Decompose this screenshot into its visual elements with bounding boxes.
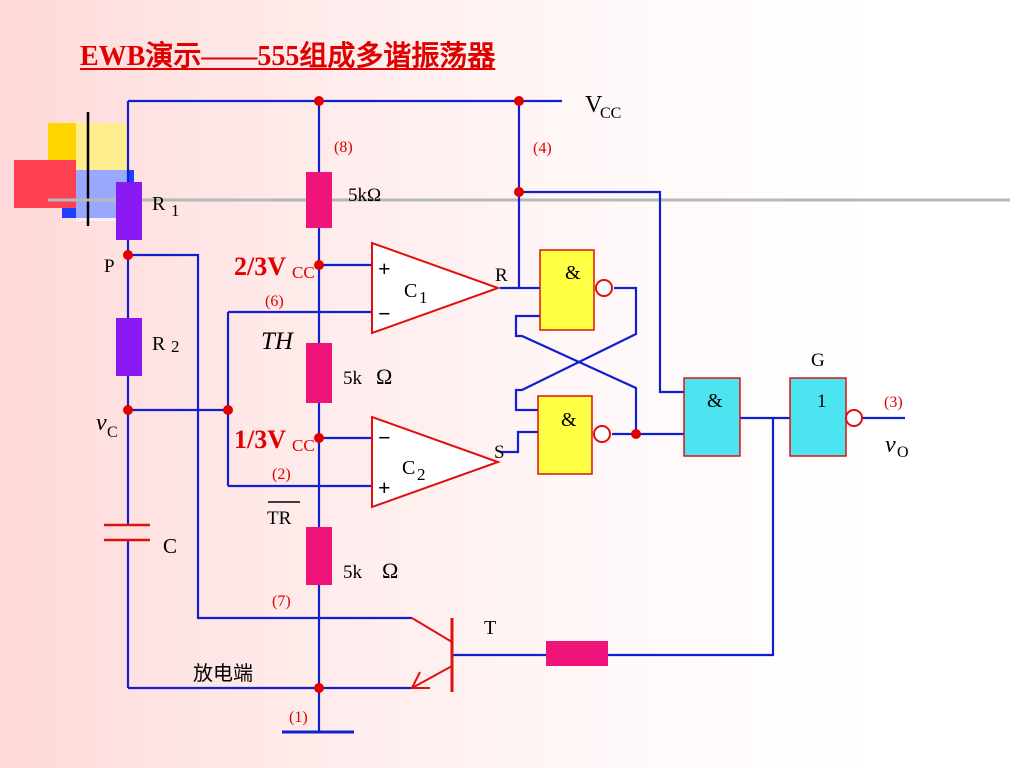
c1-plus-sign: + — [378, 256, 391, 281]
one-third-vcc-label: 1/3V — [234, 425, 286, 454]
resistor-divider-bottom — [306, 527, 332, 585]
vc-label: v — [96, 410, 107, 436]
vcc-label-subscript: CC — [600, 105, 621, 122]
junction-dot — [314, 260, 324, 270]
pin-8-label: (8) — [334, 139, 353, 156]
and-gate-symbol: & — [707, 390, 723, 412]
r1-label: R — [152, 193, 166, 215]
flip-flop-r-label: R — [495, 265, 508, 286]
c2-minus-sign: − — [378, 425, 391, 450]
pin-1-label: (1) — [289, 709, 308, 726]
transistor-label: T — [484, 617, 496, 639]
pin-6-label: (6) — [265, 293, 284, 310]
wiring — [126, 99, 905, 734]
c2-plus-sign: + — [378, 475, 391, 500]
junction-dot — [223, 405, 233, 415]
c2-label: C — [402, 457, 415, 479]
nand-gate-bottom — [537, 395, 593, 475]
vc-label-subscript: C — [107, 424, 118, 441]
r2-label-subscript: 2 — [171, 337, 180, 356]
resistor-r2 — [116, 318, 142, 376]
flip-flop-s-label: S — [494, 442, 505, 463]
resistor-r1 — [116, 182, 142, 240]
inverter-g-bubble — [845, 409, 863, 427]
resistor-base — [546, 641, 608, 666]
two-thirds-vcc-label: 2/3V — [234, 252, 286, 281]
junction-dot — [514, 96, 524, 106]
resistor-divider-top — [306, 172, 332, 228]
nand-bottom-symbol: & — [561, 409, 577, 431]
nand-top-symbol: & — [565, 262, 581, 284]
inverter-symbol: 1 — [817, 391, 827, 412]
vcc-label: V — [585, 92, 603, 118]
divider-middle-ohm: Ω — [376, 364, 392, 389]
nand-gate-top — [539, 249, 595, 331]
comparator-c2 — [371, 415, 501, 509]
inverter-g-label: G — [811, 350, 825, 371]
and-gate — [683, 377, 741, 457]
junction-dot — [123, 405, 133, 415]
pin-3-label: (3) — [884, 394, 903, 411]
r1-label-subscript: 1 — [171, 201, 180, 220]
resistor-divider-middle — [306, 343, 332, 403]
discharge-label: 放电端 — [193, 662, 253, 685]
junction-dot — [631, 429, 641, 439]
junction-dot — [314, 96, 324, 106]
c2-label-subscript: 2 — [417, 465, 426, 484]
pin-4-label: (4) — [533, 140, 552, 157]
comparator-c1 — [371, 241, 501, 335]
divider-middle-value: 5k — [343, 368, 363, 389]
divider-bottom-ohm: Ω — [382, 558, 398, 583]
capacitor-label: C — [163, 534, 177, 558]
pin-2-label: (2) — [272, 466, 291, 483]
junction-dot — [514, 187, 524, 197]
node-p-label: P — [104, 256, 115, 277]
c1-label-subscript: 1 — [419, 288, 428, 307]
pin-7-label: (7) — [272, 593, 291, 610]
nand-gate-bottom-bubble — [593, 425, 611, 443]
slide-title: EWB演示——555组成多谐振荡器 — [80, 41, 496, 72]
divider-bottom-value: 5k — [343, 562, 363, 583]
divider-top-value: 5kΩ — [348, 185, 381, 206]
transistor-t — [410, 617, 454, 692]
th-label: TH — [261, 328, 295, 355]
tr-label: TR — [267, 508, 292, 529]
junction-dot — [123, 250, 133, 260]
vo-label-subscript: O — [897, 444, 909, 461]
c1-minus-sign: − — [378, 301, 391, 326]
c1-label: C — [404, 280, 417, 302]
r2-label: R — [152, 333, 166, 355]
inverter-g — [789, 377, 847, 457]
two-thirds-vcc-subscript: CC — [292, 263, 315, 282]
decorative-corner-graphic — [14, 112, 1010, 226]
capacitor-c — [104, 523, 150, 542]
junction-dot — [314, 683, 324, 693]
nand-gate-top-bubble — [595, 279, 613, 297]
vo-label: v — [885, 432, 896, 458]
junction-dots — [123, 96, 641, 693]
junction-dot — [314, 433, 324, 443]
one-third-vcc-subscript: CC — [292, 436, 315, 455]
